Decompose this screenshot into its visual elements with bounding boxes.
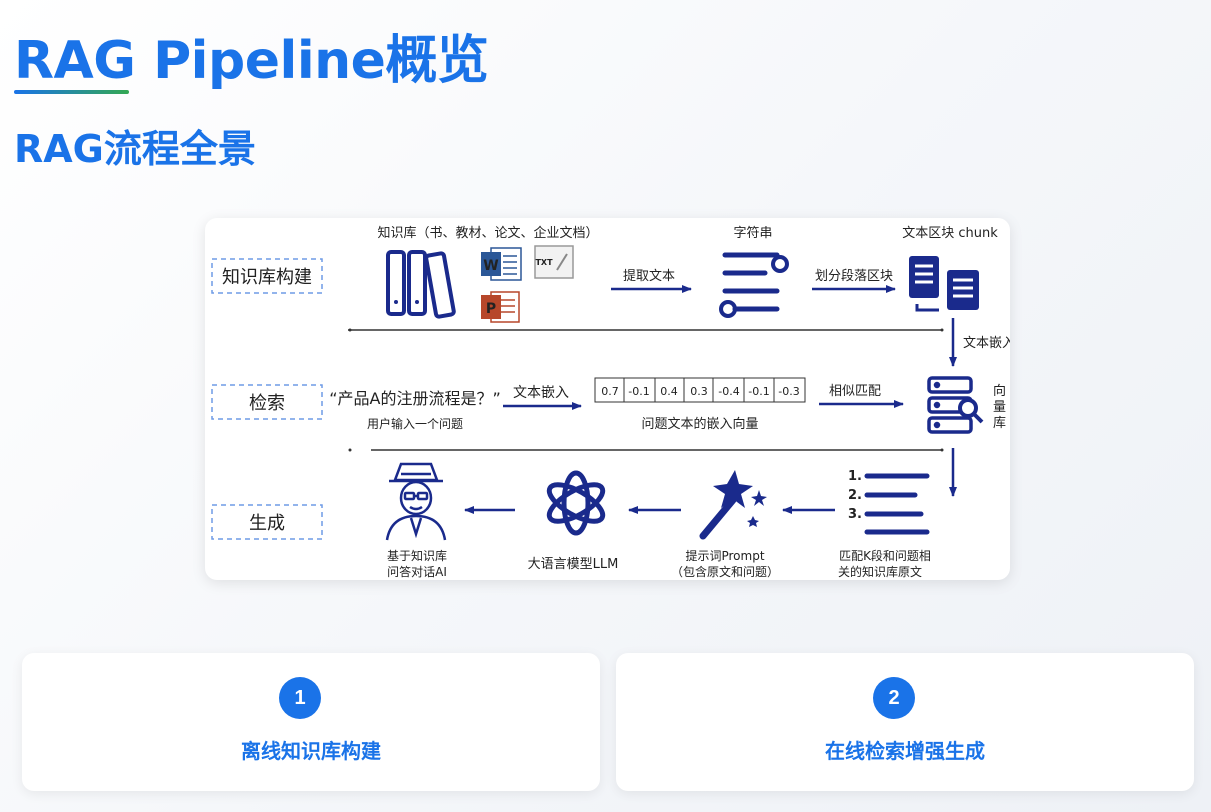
step-number-badge: 1 bbox=[279, 677, 321, 719]
vector-value: -0.1 bbox=[748, 385, 769, 398]
vector-db-label-3: 库 bbox=[993, 415, 1006, 431]
retrieve-embed-label: 文本嵌入 bbox=[513, 385, 569, 401]
txt-document-icon: TXT bbox=[534, 245, 574, 279]
step-card-online: 2 在线检索增强生成 bbox=[616, 653, 1194, 791]
row-label-retrieve-text: 检索 bbox=[249, 393, 285, 414]
llm-label: 大语言模型LLM bbox=[528, 557, 619, 572]
build-embed-label: 文本嵌入 bbox=[963, 336, 1010, 351]
llm-logo-icon bbox=[546, 470, 606, 536]
prompt-label-2: （包含原文和问题） bbox=[671, 564, 779, 579]
question-caption: 用户输入一个问题 bbox=[367, 416, 463, 431]
row-label-generate: 生成 bbox=[211, 504, 323, 540]
embedding-vector: 0.7 -0.1 0.4 0.3 -0.4 -0.1 -0.3 bbox=[594, 377, 806, 403]
step-card-offline: 1 离线知识库构建 bbox=[22, 653, 600, 791]
svg-text:P: P bbox=[486, 301, 496, 317]
chunk-label: 文本区块 chunk bbox=[902, 226, 998, 241]
chunk-documents-icon bbox=[909, 256, 979, 312]
step-label: 在线检索增强生成 bbox=[825, 739, 985, 763]
vector-value: -0.3 bbox=[778, 385, 799, 398]
string-label: 字符串 bbox=[733, 225, 772, 241]
match-label: 相似匹配 bbox=[829, 384, 881, 399]
vector-database-icon bbox=[927, 376, 984, 434]
vector-value: -0.1 bbox=[628, 385, 649, 398]
svg-text:W: W bbox=[483, 258, 498, 274]
extract-text-label: 提取文本 bbox=[623, 268, 675, 284]
vector-caption: 问题文本的嵌入向量 bbox=[641, 416, 758, 432]
row-label-generate-text: 生成 bbox=[249, 513, 285, 534]
vector-value: -0.4 bbox=[718, 385, 739, 398]
match-k-label-1: 匹配K段和问题相 bbox=[839, 548, 931, 563]
ai-label-2: 问答对话AI bbox=[387, 564, 447, 579]
row-label-build-text: 知识库构建 bbox=[222, 267, 312, 288]
step-label: 离线知识库构建 bbox=[241, 739, 381, 763]
vector-value: 0.7 bbox=[601, 385, 619, 398]
separator-dot bbox=[348, 328, 352, 332]
svg-text:1.: 1. bbox=[848, 469, 862, 484]
separator-dot bbox=[940, 328, 944, 332]
rag-diagram: 知识库构建 检索 生成 知识库（书、教材、论文、企业文档） bbox=[205, 218, 1010, 580]
title-underline bbox=[14, 90, 129, 94]
vector-db-label-1: 向 bbox=[993, 383, 1006, 399]
svg-text:2.: 2. bbox=[848, 488, 862, 503]
rag-diagram-svg: 知识库构建 检索 生成 知识库（书、教材、论文、企业文档） bbox=[211, 225, 1010, 579]
string-icon bbox=[719, 252, 789, 318]
match-k-label-2: 关的知识库原文 bbox=[838, 564, 922, 579]
step-number-badge: 2 bbox=[873, 677, 915, 719]
ai-assistant-icon bbox=[385, 462, 447, 541]
books-icon bbox=[386, 250, 456, 319]
ranked-list-icon: 1. 2. 3. bbox=[848, 469, 930, 535]
svg-text:TXT: TXT bbox=[535, 258, 553, 267]
ai-label-1: 基于知识库 bbox=[387, 548, 447, 563]
magic-wand-icon bbox=[699, 470, 767, 540]
vector-value: 0.4 bbox=[660, 385, 678, 398]
vector-value: 0.3 bbox=[690, 385, 708, 398]
kb-label: 知识库（书、教材、论文、企业文档） bbox=[377, 225, 598, 241]
pdf-document-icon: P bbox=[481, 291, 520, 323]
separator-dot bbox=[940, 448, 944, 452]
separator-dot bbox=[348, 448, 352, 452]
vector-db-label-2: 量 bbox=[993, 400, 1006, 415]
chunk-split-label: 划分段落区块 bbox=[815, 269, 893, 284]
row-label-build: 知识库构建 bbox=[211, 258, 323, 294]
page-title: RAG Pipeline概览 bbox=[14, 31, 489, 91]
svg-text:3.: 3. bbox=[848, 507, 862, 522]
word-document-icon: W bbox=[481, 247, 522, 281]
prompt-label-1: 提示词Prompt bbox=[685, 548, 764, 563]
question-text: “产品A的注册流程是？” bbox=[329, 389, 501, 408]
pipeline-steps: 1 离线知识库构建 2 在线检索增强生成 bbox=[22, 653, 1194, 791]
section-subtitle: RAG流程全景 bbox=[14, 127, 256, 171]
row-label-retrieve: 检索 bbox=[211, 384, 323, 420]
